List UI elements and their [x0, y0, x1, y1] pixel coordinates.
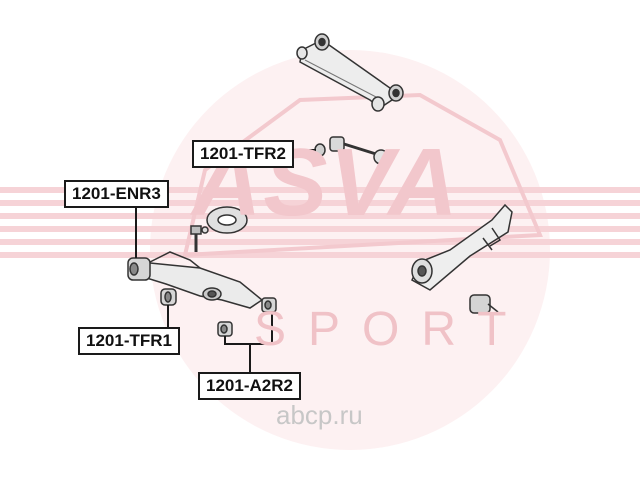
spring-seat: [206, 206, 248, 234]
watermark-site: abcp.ru: [276, 400, 363, 430]
part-label-tfr1[interactable]: 1201-TFR1: [78, 327, 180, 355]
watermark-subbrand: SPORT: [254, 303, 529, 356]
upper-link-arm: [296, 33, 404, 112]
bushing-enr3: [127, 257, 151, 281]
bushing-a2r2-b: [261, 297, 277, 313]
bushing-a2r2-a: [217, 321, 233, 337]
lateral-link-rod: [314, 136, 389, 172]
bushing-tfr1: [160, 288, 177, 306]
leader-a2r2: [224, 312, 273, 345]
leader-lines: [135, 149, 316, 372]
part-label-a2r2[interactable]: 1201-A2R2: [198, 372, 301, 400]
watermark-emblem: [0, 50, 640, 450]
bolt: [190, 225, 209, 252]
trailing-arm: [411, 203, 513, 314]
part-label-enr3[interactable]: 1201-ENR3: [64, 180, 169, 208]
part-label-tfr2[interactable]: 1201-TFR2: [192, 140, 294, 168]
lower-control-arm: [139, 251, 264, 309]
